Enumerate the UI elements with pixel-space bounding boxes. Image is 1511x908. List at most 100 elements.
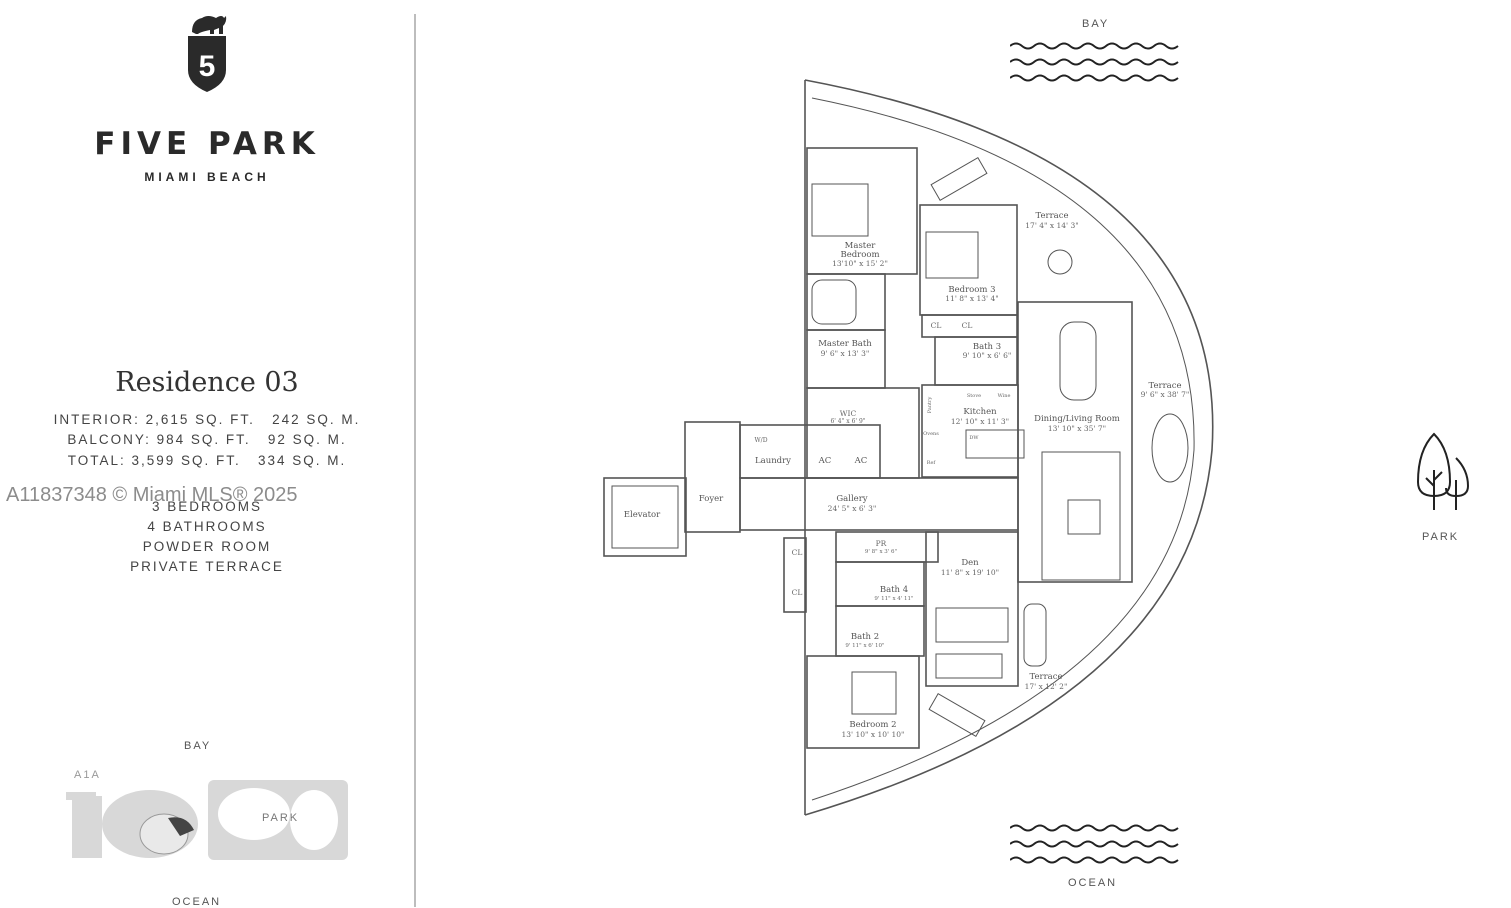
bedroom2-bed	[851, 671, 897, 715]
den-room	[925, 531, 1019, 687]
ac1-label: AC	[818, 456, 832, 466]
key-plan-map	[64, 774, 354, 864]
spec-interior: INTERIOR: 2,615 SQ. FT. 242 SQ. M.	[53, 412, 361, 427]
bedroom2-dims: 13' 10" x 10' 10"	[842, 730, 905, 739]
elevator-shaft	[603, 477, 687, 557]
living-sofa-area	[1041, 451, 1121, 581]
ref-label: Ref	[927, 460, 937, 466]
pr-label: PR	[876, 539, 887, 548]
master-bath-tub-area	[806, 273, 886, 331]
laundry-room	[739, 424, 881, 479]
stove-label: Stove	[967, 393, 981, 399]
laundry-label: Laundry	[755, 456, 791, 466]
terrace-north-label: Terrace	[1035, 211, 1068, 221]
dining-table	[1059, 321, 1097, 401]
elevator-label: Elevator	[624, 510, 661, 520]
brand-logo: 5	[186, 12, 228, 94]
elevator-car	[611, 485, 679, 549]
bedroom3-dims: 11' 8" x 13' 4"	[945, 294, 998, 303]
wine-label: Wine	[998, 393, 1011, 399]
master-bed	[811, 183, 869, 237]
feature-bedrooms: 3 BEDROOMS	[151, 499, 263, 514]
mls-watermark: A11837348 © Miami MLS® 2025	[6, 484, 298, 506]
master-bedroom-label-2: Bedroom	[840, 250, 879, 260]
master-bedroom-label: Master	[845, 241, 877, 251]
wic-dims: 6' 4" x 6' 9"	[830, 418, 865, 425]
dw-label: DW	[969, 435, 979, 441]
feature-bathrooms: 4 BATHROOMS	[147, 519, 267, 534]
feature-powder-room: POWDER ROOM	[142, 539, 272, 554]
dining-living-dims: 13' 10" x 35' 7"	[1048, 424, 1106, 433]
bath4-dims: 9' 11" x 4' 11"	[874, 596, 913, 602]
dining-living-label: Dining/Living Room	[1034, 414, 1120, 424]
orientation-ocean-label: OCEAN	[1068, 877, 1118, 889]
bedroom3-label: Bedroom 3	[948, 285, 995, 295]
orientation-bay-label: BAY	[1082, 18, 1110, 30]
wd-label: W/D	[755, 437, 768, 444]
kitchen-island	[965, 429, 1025, 459]
bedroom2-room	[806, 655, 920, 749]
kitchen-label: Kitchen	[963, 407, 997, 417]
outer-curve-wall	[804, 79, 1214, 816]
gallery-room	[739, 477, 1019, 531]
cl2-label: CL	[962, 321, 973, 330]
lounger-north	[930, 157, 988, 201]
pr-dims: 9' 8" x 3' 6"	[865, 549, 897, 555]
terrace-table	[1151, 413, 1189, 483]
foyer-label: Foyer	[699, 494, 724, 504]
terrace-south-label: Terrace	[1029, 672, 1062, 682]
kitchen-room	[921, 384, 1019, 478]
bath3-label: Bath 3	[973, 342, 1001, 352]
terrace-east-dims: 9' 6" x 38' 7"	[1141, 390, 1190, 399]
bath2-dims: 9' 11" x 6' 10"	[845, 643, 884, 649]
bath3-dims: 9' 10" x 6' 6"	[963, 351, 1012, 360]
den-label: Den	[961, 558, 979, 568]
ovens-label: Ovens	[923, 431, 939, 437]
bedroom3-bed	[925, 231, 979, 279]
kitchen-dims: 12' 10" x 11' 3"	[951, 417, 1009, 426]
brand-location: MIAMI BEACH	[144, 170, 270, 184]
brand-name: FIVE PARK	[94, 126, 320, 162]
keyplan-park-label: PARK	[262, 812, 300, 824]
inner-curve-line	[811, 97, 1195, 801]
den-desk	[935, 607, 1009, 643]
keyplan-ocean-label: OCEAN	[172, 896, 222, 908]
master-bath-label: Master Bath	[818, 339, 872, 349]
terrace-south-dims: 17' x 12' 2"	[1025, 682, 1068, 691]
cl4-label: CL	[792, 588, 803, 597]
residence-title: Residence 03	[115, 367, 299, 398]
terrace-round-table	[1047, 249, 1073, 275]
den-dims: 11' 8" x 19' 10"	[941, 568, 999, 577]
closets-bedroom2	[783, 537, 807, 613]
cl3-label: CL	[792, 548, 803, 557]
spec-total: TOTAL: 3,599 SQ. FT. 334 SQ. M.	[67, 453, 347, 468]
elephant-shield-icon: 5	[188, 16, 227, 92]
bathtub	[811, 279, 857, 325]
bedroom2-label: Bedroom 2	[849, 720, 896, 730]
feature-terrace: PRIVATE TERRACE	[130, 559, 284, 574]
panel-divider	[414, 14, 416, 907]
orientation-park-label: PARK	[1422, 531, 1460, 543]
keyplan-bay-label: BAY	[184, 740, 212, 752]
coffee-table	[1067, 499, 1101, 535]
master-bath-dims: 9' 6" x 13' 3"	[821, 349, 870, 358]
svg-text:5: 5	[199, 50, 216, 83]
terrace-north-dims: 17' 4" x 14' 3"	[1025, 221, 1078, 230]
keyplan-a1a-label: A1A	[74, 769, 101, 781]
gallery-label: Gallery	[836, 494, 867, 504]
pantry-label: Pantry	[927, 397, 933, 414]
foyer-room	[684, 421, 741, 533]
gallery-dims: 24' 5" x 6' 3"	[828, 504, 877, 513]
wic-label: WIC	[840, 409, 857, 418]
park-tree-icon	[1410, 430, 1472, 519]
master-bedroom-dims: 13'10" x 15' 2"	[832, 259, 888, 268]
spec-balcony: BALCONY: 984 SQ. FT. 92 SQ. M.	[67, 432, 347, 447]
ocean-waves-icon	[1009, 822, 1182, 869]
bay-waves-icon	[1009, 40, 1182, 87]
lounger-south	[928, 693, 986, 737]
cl1-label: CL	[931, 321, 942, 330]
bath2-label: Bath 2	[851, 632, 879, 642]
pr-room	[835, 531, 939, 563]
dining-living-room	[1017, 301, 1133, 583]
